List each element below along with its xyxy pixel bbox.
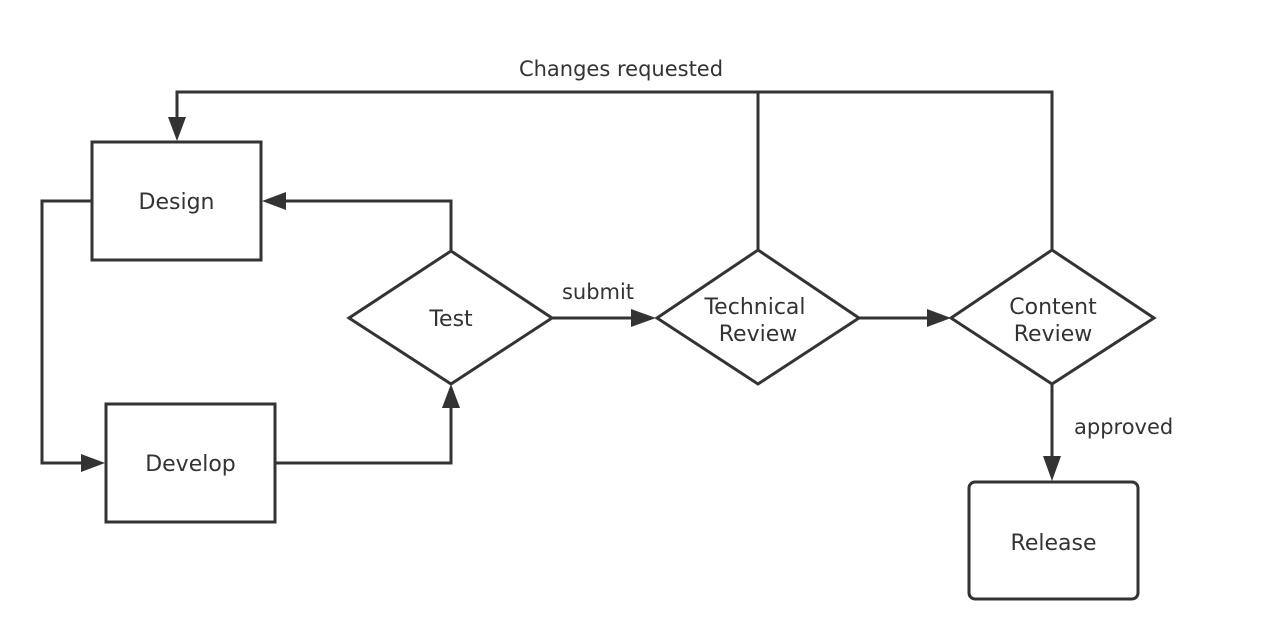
node-release: Release: [967, 480, 1140, 601]
edge-approved: approved: [1043, 384, 1173, 481]
node-label-design: Design: [139, 190, 215, 215]
node-design: Design: [90, 140, 263, 262]
arrowhead-to-develop: [81, 454, 105, 472]
edge-design-to-develop: [40, 199, 105, 472]
edge-submit: submit: [552, 280, 656, 327]
arrowhead-to-design-top: [168, 117, 186, 141]
node-test: Test: [346, 249, 555, 386]
edge-label-approved: approved: [1074, 415, 1173, 439]
edge-label-changes-requested: Changes requested: [519, 57, 723, 81]
node-label-technical-review-line2: Review: [719, 322, 798, 347]
node-label-technical-review-line1: Technical: [703, 295, 805, 320]
node-technical-review: Technical Review: [654, 248, 862, 386]
edge-technical-to-content: [859, 309, 951, 327]
node-label-develop: Develop: [145, 452, 236, 477]
arrowhead-to-technical-review: [631, 309, 656, 327]
edge-develop-to-test: [275, 384, 460, 465]
node-label-content-review-line1: Content: [1009, 295, 1097, 320]
edge-changes-requested: Changes requested: [168, 57, 1054, 249]
node-label-test: Test: [428, 307, 473, 332]
edge-label-submit: submit: [562, 280, 634, 304]
arrowhead-to-release: [1043, 456, 1061, 481]
node-label-release: Release: [1011, 531, 1097, 556]
node-develop: Develop: [104, 402, 277, 524]
node-content-review: Content Review: [948, 248, 1157, 386]
arrowhead-to-content-review: [927, 309, 951, 327]
node-label-content-review-line2: Review: [1014, 322, 1093, 347]
edge-test-to-design: [262, 192, 453, 250]
arrowhead-to-design-right: [262, 192, 286, 210]
arrowhead-to-test: [442, 384, 460, 408]
